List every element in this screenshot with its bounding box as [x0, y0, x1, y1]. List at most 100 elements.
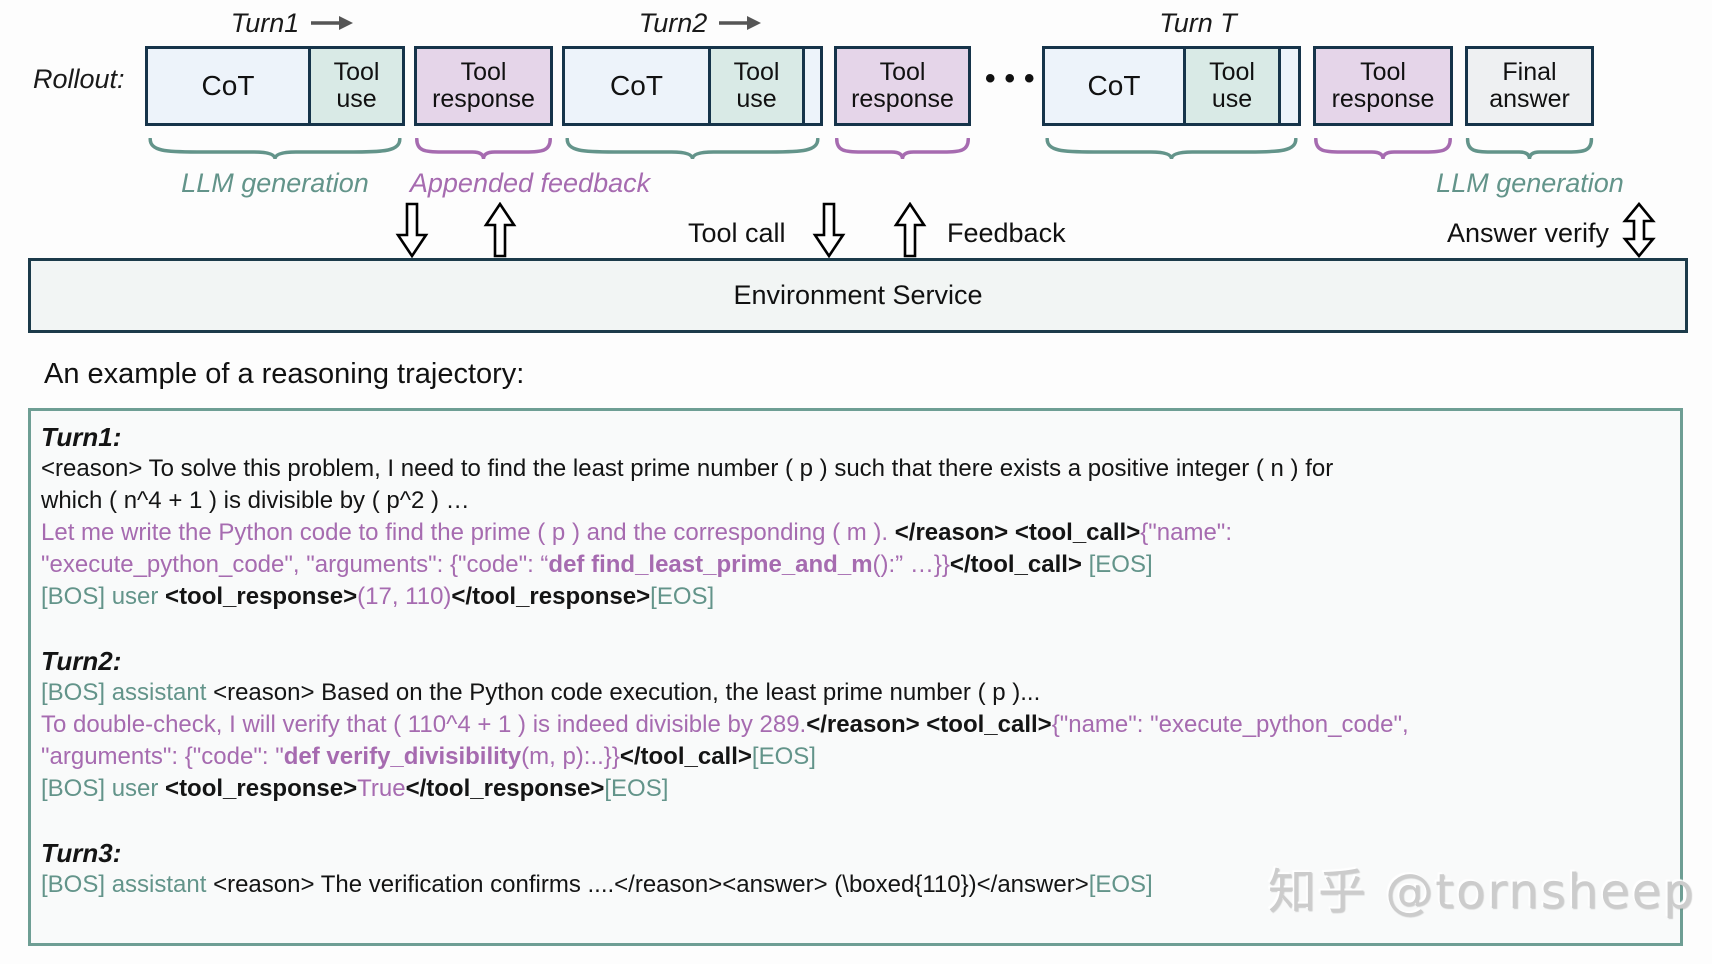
- up-arrow-icon: [893, 202, 927, 258]
- trajectory-line: Let me write the Python code to find the…: [41, 517, 1680, 549]
- text-segment: [BOS] assistant: [41, 679, 214, 706]
- text-segment: </tool_call>: [949, 551, 1089, 578]
- text-segment: </reason> <tool_call>: [894, 519, 1141, 546]
- text-segment: Let me write the Python code to find the…: [41, 519, 895, 546]
- text-segment: Turn3:: [41, 838, 122, 868]
- final-answer-box: Final answer: [1465, 46, 1594, 126]
- turn-t-label: Turn T: [1078, 8, 1318, 38]
- text-segment: <reason> The verification confirms ....<…: [213, 871, 1089, 898]
- turn1-label: Turn1: [172, 8, 412, 38]
- llm-generation-brace: [1465, 138, 1594, 160]
- text-segment: Turn1:: [41, 422, 122, 452]
- text-segment: <reason> To solve this problem, I need t…: [41, 455, 1334, 482]
- example-heading: An example of a reasoning trajectory:: [44, 358, 525, 390]
- trajectory-line: [BOS] assistant <reason> Based on the Py…: [41, 677, 1680, 709]
- text-segment: [EOS]: [751, 743, 816, 770]
- text-segment: def verify_divisibility: [283, 743, 522, 770]
- generation-strip-cell: [1278, 49, 1298, 123]
- tool-use-cell: Tool use: [308, 49, 402, 123]
- text-segment: {"name": "execute_python_code",: [1051, 711, 1409, 738]
- up-down-arrow-icon: [1622, 202, 1656, 258]
- turn-t-tool-response-box: Tool response: [1313, 46, 1453, 126]
- down-arrow-icon: [812, 202, 846, 258]
- text-segment: True: [357, 775, 406, 802]
- trajectory-box: Turn1: <reason> To solve this problem, I…: [28, 408, 1683, 946]
- text-segment: </tool_response>: [451, 583, 651, 610]
- llm-generation-brace: [145, 138, 405, 160]
- text-segment: <tool_response>: [165, 775, 358, 802]
- turn2-tool-response-box: Tool response: [834, 46, 971, 126]
- trajectory-line: which ( n^4 + 1 ) is divisible by ( p^2 …: [41, 485, 1680, 517]
- appended-feedback-brace: [834, 138, 971, 160]
- turn2-generation-box: CoT Tool use: [562, 46, 823, 126]
- tool-response-cell: Tool response: [417, 49, 550, 123]
- up-arrow-icon: [483, 202, 517, 258]
- trajectory-line: Turn1:: [41, 421, 1680, 453]
- trajectory-spacer: [41, 805, 1680, 837]
- text-segment: (m, p):..}}: [521, 743, 620, 770]
- cot-cell: CoT: [1045, 49, 1183, 123]
- tool-response-cell: Tool response: [837, 49, 968, 123]
- rollout-label: Rollout:: [33, 64, 125, 94]
- trajectory-line: Turn2:: [41, 645, 1680, 677]
- text-segment: [EOS]: [1088, 871, 1153, 898]
- watermark: 知乎 @tornsheep: [1268, 864, 1696, 920]
- tool-response-cell: Tool response: [1316, 49, 1450, 123]
- text-segment: [EOS]: [604, 775, 669, 802]
- tool-call-label: Tool call: [688, 218, 786, 248]
- text-segment: To double-check, I will verify that ( 11…: [41, 711, 807, 738]
- feedback-label: Feedback: [947, 218, 1066, 248]
- ellipsis-dots: •••: [985, 62, 1044, 95]
- trajectory-line: [BOS] user <tool_response>(17, 110)</too…: [41, 581, 1680, 613]
- text-segment: [BOS] user: [41, 583, 166, 610]
- text-segment: </reason> <tool_call>: [806, 711, 1052, 738]
- text-segment: [EOS]: [650, 583, 715, 610]
- llm-generation-brace: [562, 138, 823, 160]
- turn2-label: Turn2: [580, 8, 820, 38]
- down-arrow-icon: [395, 202, 429, 258]
- text-segment: Turn2:: [41, 646, 122, 676]
- text-segment: "arguments": {"code": ": [41, 743, 284, 770]
- llm-generation-label: LLM generation: [181, 168, 369, 198]
- turn-t-generation-box: CoT Tool use: [1042, 46, 1301, 126]
- text-segment: ():” …}}: [872, 551, 950, 578]
- trajectory-line: "arguments": {"code": "def verify_divisi…: [41, 741, 1680, 773]
- tool-use-cell: Tool use: [708, 49, 802, 123]
- text-segment: <reason> Based on the Python code execut…: [213, 679, 1041, 706]
- turn1-label-text: Turn1: [230, 7, 300, 38]
- trajectory-line: To double-check, I will verify that ( 11…: [41, 709, 1680, 741]
- text-segment: </tool_call>: [619, 743, 752, 770]
- text-segment: {"name":: [1140, 519, 1232, 546]
- turn-t-label-text: Turn T: [1159, 7, 1237, 38]
- trajectory-line: "execute_python_code", "arguments": {"co…: [41, 549, 1680, 581]
- appended-feedback-brace: [1313, 138, 1453, 160]
- text-segment: (17, 110): [357, 583, 452, 610]
- text-segment: [BOS] assistant: [41, 871, 214, 898]
- trajectory-line: Turn3:: [41, 837, 1680, 869]
- generation-strip-cell: [802, 49, 820, 123]
- trajectory-spacer: [41, 613, 1680, 645]
- trajectory-line: <reason> To solve this problem, I need t…: [41, 453, 1680, 485]
- environment-service-bar: Environment Service: [28, 258, 1688, 333]
- answer-verify-label: Answer verify: [1447, 218, 1610, 248]
- turn1-generation-box: CoT Tool use: [145, 46, 405, 126]
- cot-cell: CoT: [565, 49, 708, 123]
- text-segment: [BOS] user: [41, 775, 166, 802]
- cot-cell: CoT: [148, 49, 308, 123]
- text-segment: <tool_response>: [165, 583, 358, 610]
- trajectory-line: [BOS] assistant <reason> The verificatio…: [41, 869, 1680, 901]
- text-segment: </tool_response>: [405, 775, 605, 802]
- final-answer-cell: Final answer: [1468, 49, 1591, 123]
- turn1-tool-response-box: Tool response: [414, 46, 553, 126]
- llm-generation-right-label: LLM generation: [1436, 168, 1624, 198]
- text-segment: "execute_python_code", "arguments": {"co…: [41, 551, 549, 578]
- right-arrow-icon: [311, 15, 354, 31]
- tool-use-cell: Tool use: [1183, 49, 1278, 123]
- turn2-label-text: Turn2: [638, 7, 708, 38]
- right-arrow-icon: [719, 15, 762, 31]
- appended-feedback-label: Appended feedback: [409, 168, 651, 198]
- text-segment: def find_least_prime_and_m: [548, 551, 873, 578]
- environment-service-label: Environment Service: [733, 280, 983, 310]
- appended-feedback-brace: [414, 138, 553, 160]
